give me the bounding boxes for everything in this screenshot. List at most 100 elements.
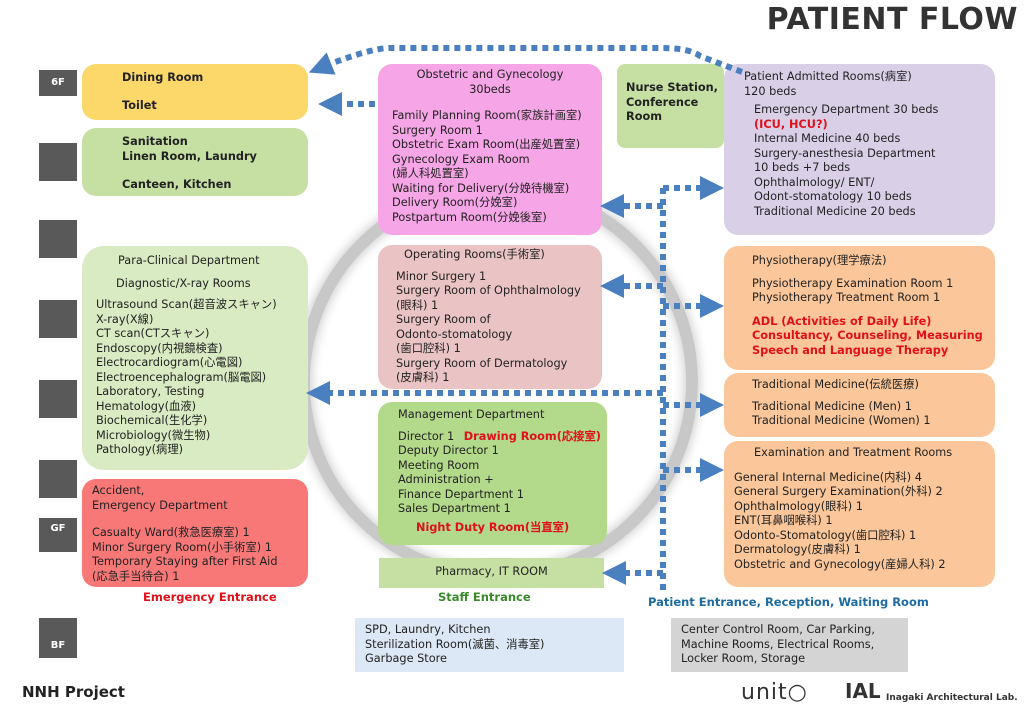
exam-item: Odonto-Stomatology(歯口腔科) 1 [734,528,917,542]
patient-entrance-label: Patient Entrance, Reception, Waiting Roo… [648,595,929,609]
dining-room-label: Dining Room [122,71,204,84]
obstetric-item: Gynecology Exam Room [392,152,530,166]
floor-marker-gf: GF [39,518,77,552]
operating-item: Surgery Room of Dermatology [396,356,568,370]
exam-item: Ophthalmology(眼科) 1 [734,499,863,513]
dining-box: Dining Room Toilet [82,64,308,120]
physio-red-item: Consultancy, Counseling, Measuring [752,329,983,342]
management-item: Deputy Director 1 [398,444,499,457]
obstetric-item: Obstetric Exam Room(出産処置室) [392,138,581,151]
emergency-item: (応急手当待合) 1 [92,569,180,583]
floor-marker-1f [39,460,77,498]
operating-item: Surgery Room of [396,313,491,326]
exam-item: General Internal Medicine(内科) 4 [734,470,922,484]
patient-rooms-title-2: 120 beds [744,84,797,98]
ial-logo-subtitle: Inagaki Architectural Lab. [886,693,1018,703]
paraclinical-subtitle: Diagnostic/X-ray Rooms [116,276,251,290]
pharmacy-label: Pharmacy, IT ROOM [435,565,548,578]
emergency-entrance-label: Emergency Entrance [143,590,277,604]
paraclinical-item: Electroencephalogram(脳電図) [96,370,267,384]
obstetric-item: Postpartum Room(分娩後室) [392,210,547,224]
operating-item: (皮膚科) 1 [396,371,450,384]
physio-box: Physiotherapy(理学療法) Physiotherapy Examin… [724,246,995,370]
paraclinical-item: Laboratory, Testing [96,385,205,398]
floor-marker-3f [39,300,77,338]
patient-rooms-box: Patient Admitted Rooms(病室) 120 beds Emer… [724,64,995,235]
canteen-label: Canteen, Kitchen [122,178,232,191]
paraclinical-item: Ultrasound Scan(超音波スキャン) [96,298,277,311]
nurse-line-2: Conference [626,95,699,109]
icu-label: (ICU, HCU?) [754,117,828,131]
obstetric-box: Obstetric and Gynecology 30beds Family P… [378,64,602,235]
emergency-box: Accident, Emergency Department Casualty … [82,479,308,587]
traditional-item: Traditional Medicine (Men) 1 [752,399,912,413]
patient-rooms-item: Emergency Department 30 beds [754,103,939,116]
management-item: Sales Department 1 [398,502,511,515]
arrow-to-dining [308,45,744,75]
obstetric-item: Waiting for Delivery(分娩待機室) [392,181,570,195]
emergency-item: Casualty Ward(救急医療室) 1 [92,526,250,539]
paraclinical-item: Microbiology(微生物) [96,428,211,442]
physio-item: Physiotherapy Examination Room 1 [752,276,954,290]
exam-box: Examination and Treatment Rooms General … [724,441,995,587]
management-title: Management Department [398,408,545,421]
physio-red-item: ADL (Activities of Daily Life) [752,314,932,328]
patient-rooms-item: Surgery-anesthesia Department [754,146,936,160]
staff-entrance-label: Staff Entrance [438,590,531,604]
management-box: Management Department Director 1 Drawing… [378,402,607,545]
operating-item: Odonto-stomatology [396,327,513,341]
obstetric-item: Delivery Room(分娩室) [392,196,518,209]
floor-marker-6f: 6F [39,70,77,96]
obstetric-item: Family Planning Room(家族計画室) [392,109,582,122]
basement-left-box: SPD, Laundry, Kitchen Sterilization Room… [355,618,624,672]
nurse-line-1: Nurse Station, [626,81,718,94]
exam-title: Examination and Treatment Rooms [754,446,953,459]
obstetric-list: Family Planning Room(家族計画室)Surgery Room … [392,109,588,225]
emergency-item: Temporary Staying after First Aid [92,555,278,568]
page-title: PATIENT FLOW [766,2,1018,37]
sanitation-box: Sanitation Linen Room, Laundry Canteen, … [82,128,308,196]
drawing-room-label: Drawing Room(応接室) [463,429,601,443]
traditional-title: Traditional Medicine(伝統医療) [752,378,919,391]
paraclinical-item: Hematology(血液) [96,399,197,413]
exam-item: Dermatology(皮膚科) 1 [734,543,861,556]
unito-logo: unit○ [741,680,808,705]
patient-rooms-item: Internal Medicine 40 beds [754,132,901,145]
emergency-item: Minor Surgery Room(小手術室) 1 [92,540,272,554]
nurse-line-3: Room [626,110,662,123]
linen-label: Linen Room, Laundry [122,149,257,163]
basement-right-line: Center Control Room, Car Parking, [681,623,875,636]
paraclinical-title: Para-Clinical Department [118,254,260,267]
emergency-title-2: Emergency Department [92,498,228,512]
sanitation-label: Sanitation [122,135,188,148]
traditional-item: Traditional Medicine (Women) 1 [752,414,931,427]
exam-item: Obstetric and Gynecology(産婦人科) 2 [734,557,946,571]
obstetric-title-1: Obstetric and Gynecology [416,68,564,81]
project-label: NNH Project [22,683,125,701]
patient-rooms-title-1: Patient Admitted Rooms(病室) [744,70,912,83]
obstetric-item: (婦人科処置室) [392,167,469,180]
physio-red-item: Speech and Language Therapy [752,343,949,357]
basement-right-line: Machine Rooms, Electrical Rooms, [681,637,875,651]
paraclinical-item: Biochemical(生化学) [96,414,208,427]
physio-item: Physiotherapy Treatment Room 1 [752,291,941,304]
exam-item: General Surgery Examination(外科) 2 [734,485,943,498]
basement-left-line: Garbage Store [365,652,447,665]
obstetric-item: Surgery Room 1 [392,123,483,137]
patient-rooms-list: Emergency Department 30 beds (ICU, HCU?)… [744,103,975,219]
pharmacy-box: Pharmacy, IT ROOM [379,558,604,588]
paraclinical-item: Endoscopy(内視鏡検査) [96,341,223,355]
director-label: Director 1 [398,429,455,443]
basement-right-line: Locker Room, Storage [681,652,806,665]
paraclinical-item: Pathology(病理) [96,443,184,456]
floor-marker-bf: BF [39,618,77,658]
traditional-box: Traditional Medicine(伝統医療) Traditional M… [724,373,995,437]
floor-marker-2f [39,380,77,418]
operating-item: (眼科) 1 [396,298,439,312]
operating-title: Operating Rooms(手術室) [404,248,545,261]
